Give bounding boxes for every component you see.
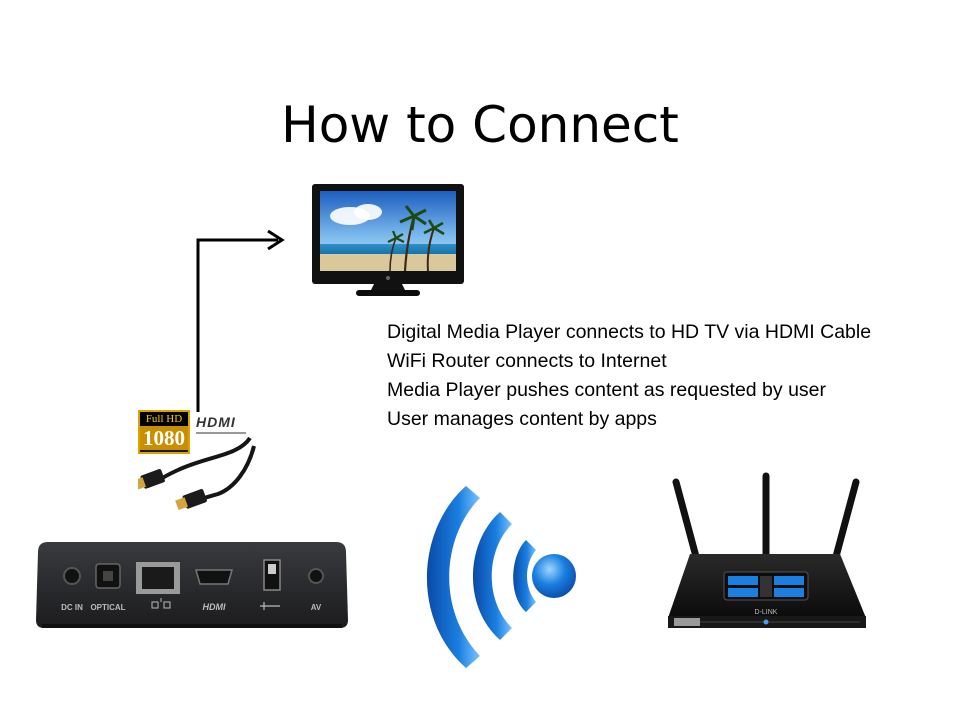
router-icon: D-LINK <box>668 472 866 628</box>
router-brand: D-LINK <box>755 609 778 616</box>
port-label-hdmi: HDMI <box>203 602 226 612</box>
port-label-optical: OPTICAL <box>90 603 125 612</box>
hdmi-cable-icon <box>138 436 256 511</box>
port-label-dc-in: DC IN <box>61 603 83 612</box>
bullet-item: Digital Media Player connects to HD TV v… <box>387 321 872 343</box>
arrow-icon <box>196 229 285 412</box>
bullet-item: Media Player pushes content as requested… <box>387 379 827 401</box>
slide-title: How to Connect <box>281 95 679 154</box>
wifi-icon <box>426 486 576 668</box>
tv-icon <box>312 184 464 296</box>
media-player-icon: DC IN OPTICAL HDMI AV <box>36 542 348 628</box>
full-hd-badge: Full HD 1080 <box>138 410 190 454</box>
port-label-av: AV <box>311 603 322 612</box>
full-hd-label: Full HD <box>140 412 188 426</box>
hdmi-logo: HDMI <box>196 414 252 436</box>
bullet-list: Digital Media Player connects to HD TV v… <box>387 318 957 434</box>
bullet-item: WiFi Router connects to Internet <box>387 350 667 372</box>
hdmi-logo-text: HDMI <box>196 414 236 430</box>
resolution-label: 1080 <box>140 426 188 450</box>
bullet-item: User manages content by apps <box>387 408 657 430</box>
